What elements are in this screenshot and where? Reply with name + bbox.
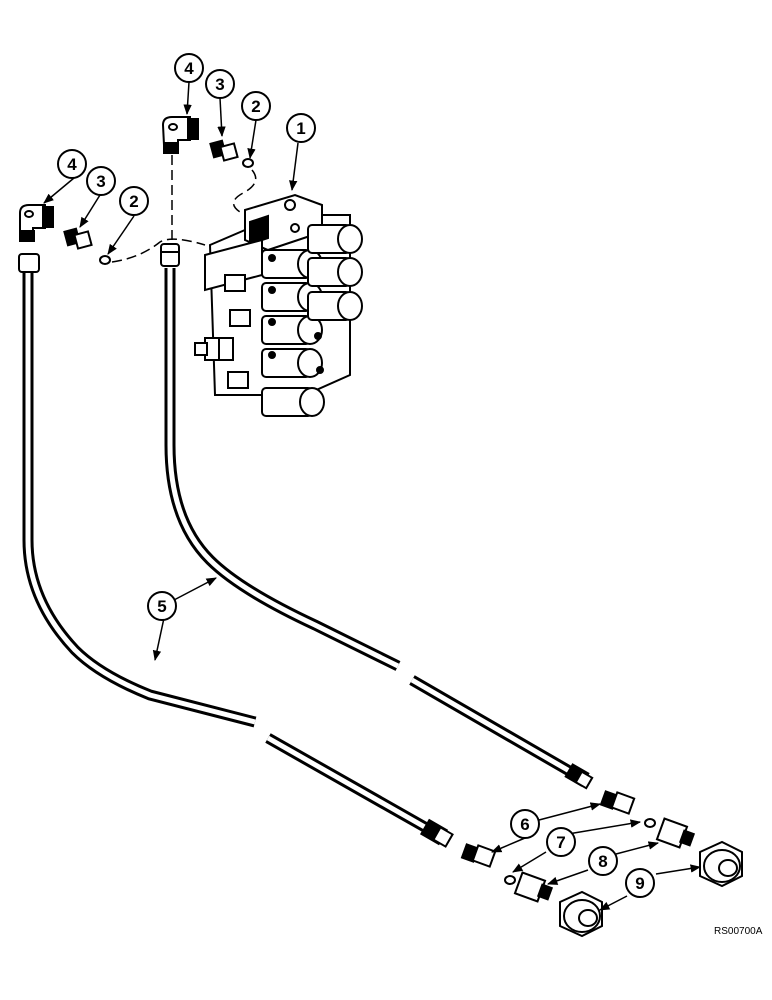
- callout-2-upper: 2: [241, 91, 271, 121]
- svg-text:3: 3: [96, 172, 105, 191]
- lower-fittings: [460, 790, 743, 938]
- svg-text:5: 5: [157, 597, 166, 616]
- callout-8: 8: [588, 846, 618, 876]
- hose-end-nuts: [18, 243, 594, 848]
- callout-4-upper: 4: [174, 53, 204, 83]
- callout-3-lower: 3: [86, 166, 116, 196]
- assembly-lines: [111, 155, 257, 263]
- callout-leaders: [43, 81, 702, 911]
- callout-9: 9: [625, 868, 655, 898]
- elbow-fitting-lower: [19, 204, 54, 242]
- svg-text:7: 7: [556, 833, 565, 852]
- callout-7: 7: [546, 827, 576, 857]
- hydraulic-hoses: [22, 268, 581, 835]
- svg-text:3: 3: [215, 75, 224, 94]
- svg-text:4: 4: [67, 155, 77, 174]
- svg-text:6: 6: [520, 815, 529, 834]
- callout-1: 1: [286, 113, 316, 143]
- callout-2-lower: 2: [119, 186, 149, 216]
- svg-text:2: 2: [251, 97, 260, 116]
- callout-5: 5: [147, 591, 177, 621]
- svg-text:4: 4: [184, 59, 194, 78]
- adapter-fitting-lower: [63, 227, 93, 250]
- svg-text:1: 1: [296, 119, 305, 138]
- svg-text:2: 2: [129, 192, 138, 211]
- callout-6: 6: [510, 809, 540, 839]
- elbow-fitting-upper: [161, 116, 199, 154]
- svg-text:8: 8: [598, 852, 607, 871]
- adapter-fitting-upper: [209, 139, 239, 162]
- o-ring-lower: [99, 255, 111, 265]
- callout-4-lower: 4: [57, 149, 87, 179]
- control-valve: [194, 193, 363, 417]
- reference-code: RS00700A: [714, 926, 763, 937]
- callout-3-upper: 3: [205, 69, 235, 99]
- svg-text:9: 9: [635, 874, 644, 893]
- o-ring-upper: [242, 158, 254, 168]
